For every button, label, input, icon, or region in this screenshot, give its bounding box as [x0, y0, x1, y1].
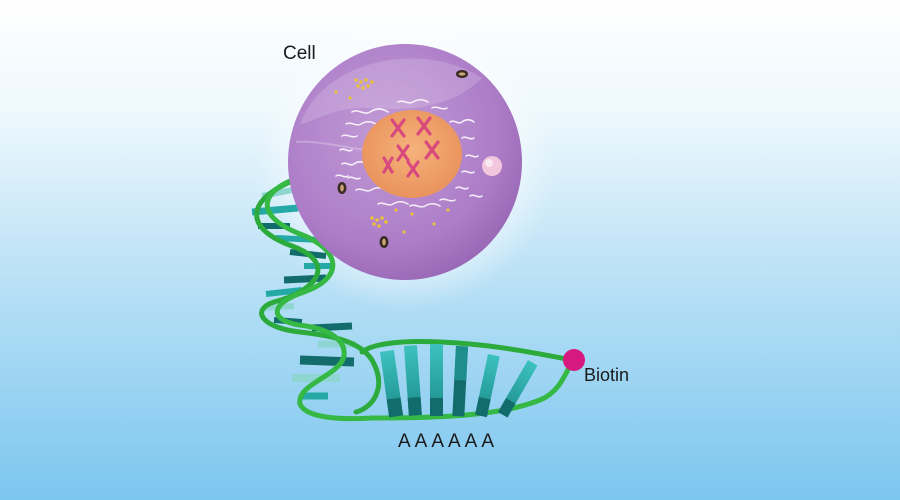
- dna-backbone-front: [254, 175, 382, 415]
- poly-a-base: [452, 346, 468, 417]
- mitochondrion-inner: [340, 184, 344, 192]
- granules: [334, 78, 450, 234]
- nucleus: [362, 110, 462, 198]
- poly-a-base: [404, 345, 422, 416]
- vesicle: [482, 156, 502, 176]
- poly-a-bases: [380, 344, 538, 418]
- poly-a-base: [380, 350, 404, 418]
- poly-a-base: [475, 354, 500, 418]
- mitochondrion-inner: [382, 238, 386, 246]
- poly-a-base: [430, 344, 443, 416]
- biotin-marker: [563, 349, 585, 371]
- cell-membrane-fold: [295, 140, 365, 151]
- chromosome: [416, 116, 432, 136]
- poly-a-base: [497, 360, 538, 418]
- cell: [288, 44, 522, 280]
- cell-highlight: [300, 58, 482, 125]
- dna-strand: [251, 173, 575, 422]
- chromosome: [390, 118, 406, 138]
- mitochondrion-inner: [458, 72, 466, 76]
- chromosome: [406, 160, 420, 178]
- base-pair: [251, 204, 299, 216]
- chromosomes: [382, 116, 440, 178]
- endoplasmic-reticulum: [335, 98, 483, 208]
- vesicle-shine: [485, 159, 493, 167]
- base-pair: [299, 355, 355, 367]
- cell-label: Cell: [283, 43, 316, 64]
- base-pair: [265, 287, 303, 297]
- mitochondria: [337, 70, 468, 248]
- chromosome: [424, 140, 440, 160]
- biotin-label: Biotin: [584, 365, 629, 385]
- chromosome: [382, 156, 394, 174]
- dna-loop-strand: [359, 339, 575, 363]
- chromosome: [396, 144, 410, 162]
- base-pair: [283, 274, 327, 284]
- poly-a-label: AAAAAA: [398, 431, 498, 452]
